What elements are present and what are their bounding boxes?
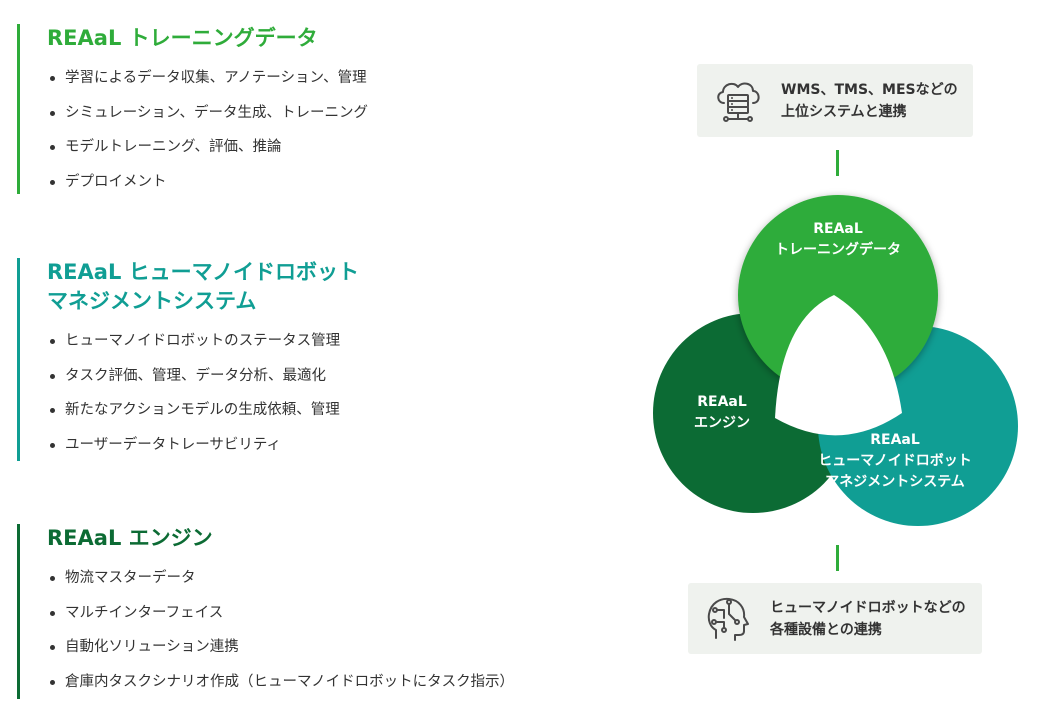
section-title: REAaL ヒューマノイドロボット マネジメントシステム	[47, 258, 617, 316]
list-item: モデルトレーニング、評価、推論	[47, 130, 617, 165]
section-robot-management: REAaL ヒューマノイドロボット マネジメントシステム ヒューマノイドロボット…	[17, 258, 617, 461]
circle-label-line: ヒューマノイドロボット	[818, 453, 972, 469]
section-engine: REAaL エンジン 物流マスターデータ マルチインターフェイス 自動化ソリュー…	[17, 524, 617, 699]
circle-label-line: エンジン	[694, 415, 750, 431]
integration-box-equipment: ヒューマノイドロボットなどの 各種設備との連携	[688, 583, 982, 654]
list-item: マルチインターフェイス	[47, 596, 617, 631]
section-title-line: マネジメントシステム	[47, 289, 257, 313]
venn-diagram	[653, 195, 1018, 526]
circle-label-line: REAaL	[697, 394, 747, 410]
section-title-line: REAaL ヒューマノイドロボット	[47, 260, 360, 284]
connector-line-bottom	[836, 545, 839, 571]
list-item: シミュレーション、データ生成、トレーニング	[47, 96, 617, 131]
circle-label-line: マネジメントシステム	[825, 474, 965, 490]
integration-label-line: 各種設備との連携	[770, 621, 882, 638]
feature-list: 物流マスターデータ マルチインターフェイス 自動化ソリューション連携 倉庫内タス…	[47, 561, 617, 699]
connector-line-top	[836, 150, 839, 176]
circle-label-line: REAaL	[813, 221, 863, 237]
section-title-line: REAaL エンジン	[47, 526, 213, 550]
list-item: デプロイメント	[47, 165, 617, 200]
section-title-line: REAaL トレーニングデータ	[47, 26, 318, 50]
integration-label-line: WMS、TMS、MESなどの	[781, 81, 958, 98]
integration-box-upper-systems: WMS、TMS、MESなどの 上位システムと連携	[697, 64, 973, 137]
list-item: 学習によるデータ収集、アノテーション、管理	[47, 61, 617, 96]
section-title: REAaL エンジン	[47, 524, 617, 553]
list-item: ヒューマノイドロボットのステータス管理	[47, 324, 617, 359]
section-title: REAaL トレーニングデータ	[47, 24, 617, 53]
circle-label-line: トレーニングデータ	[775, 242, 901, 258]
robot-head-circuit-icon	[707, 597, 749, 641]
circle-training-data	[738, 195, 938, 395]
circle-label-line: REAaL	[870, 432, 920, 448]
list-item: 物流マスターデータ	[47, 561, 617, 596]
list-item: タスク評価、管理、データ分析、最適化	[47, 359, 617, 394]
circle-label-training-data: REAaL トレーニングデータ	[758, 219, 918, 261]
feature-list: ヒューマノイドロボットのステータス管理 タスク評価、管理、データ分析、最適化 新…	[47, 324, 617, 462]
circle-label-robot-management: REAaL ヒューマノイドロボット マネジメントシステム	[800, 430, 990, 493]
list-item: 倉庫内タスクシナリオ作成（ヒューマノイドロボットにタスク指示）	[47, 665, 617, 700]
list-item: 新たなアクションモデルの生成依頼、管理	[47, 393, 617, 428]
integration-label: ヒューマノイドロボットなどの 各種設備との連携	[770, 597, 966, 641]
integration-label: WMS、TMS、MESなどの 上位システムと連携	[781, 79, 958, 123]
feature-list: 学習によるデータ収集、アノテーション、管理 シミュレーション、データ生成、トレー…	[47, 61, 617, 199]
list-item: 自動化ソリューション連携	[47, 630, 617, 665]
circle-label-engine: REAaL エンジン	[672, 392, 772, 434]
cloud-server-icon	[717, 82, 760, 122]
integration-label-line: ヒューマノイドロボットなどの	[770, 599, 966, 616]
list-item: ユーザーデータトレーサビリティ	[47, 428, 617, 463]
integration-label-line: 上位システムと連携	[781, 103, 907, 120]
venn-center-white	[775, 295, 902, 436]
section-training-data: REAaL トレーニングデータ 学習によるデータ収集、アノテーション、管理 シミ…	[17, 24, 617, 194]
